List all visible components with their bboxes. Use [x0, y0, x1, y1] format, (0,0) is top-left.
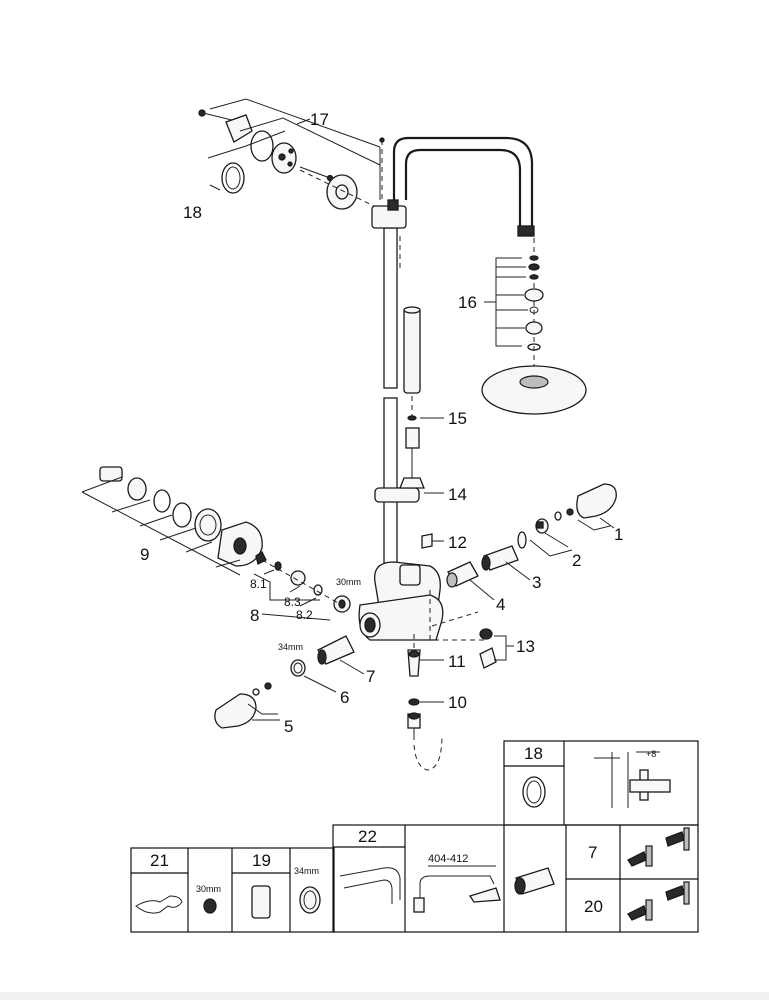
callout-8-2: 8.2 — [296, 608, 313, 622]
acc-7-label: 7 — [588, 843, 597, 862]
hand-shower: 15 14 — [374, 306, 467, 504]
left-parts: 9 8 8.1 8.3 8.2 30mm 7 34mm 6 — [81, 466, 375, 736]
callout-10: 10 — [448, 693, 467, 712]
callout-11: 11 — [448, 652, 466, 671]
acc-18-label: 18 — [524, 744, 543, 763]
callout-4: 4 — [496, 595, 505, 614]
callout-8-3: 8.3 — [284, 595, 301, 609]
callout-2: 2 — [572, 551, 581, 570]
callout-14: 14 — [448, 485, 467, 504]
right-parts: 4 3 2 1 — [446, 483, 623, 614]
dim-30mm: 30mm — [336, 577, 361, 587]
acc-19-label: 19 — [252, 851, 271, 870]
callout-7: 7 — [366, 667, 375, 686]
acc-21-label: 21 — [150, 851, 169, 870]
part-13: 13 — [479, 628, 535, 669]
callout-8: 8 — [250, 606, 259, 625]
callout-9: 9 — [140, 545, 149, 564]
callout-8-1: 8.1 — [250, 577, 267, 591]
acc-22-label: 22 — [358, 827, 377, 846]
acc-21-size: 30mm — [196, 884, 221, 894]
dim-wall-offset: +8 — [646, 749, 656, 759]
diverter-parts: 11 10 — [407, 634, 467, 771]
page-footer-band — [0, 992, 769, 1000]
wall-bracket-assembly: 17 18 — [183, 98, 381, 222]
head-shower-parts: 16 — [458, 238, 587, 415]
thermo-cartridge-icon-a — [627, 827, 690, 867]
callout-12: 12 — [448, 533, 467, 552]
callout-6: 6 — [340, 688, 349, 707]
callout-3: 3 — [532, 573, 541, 592]
callout-1: 1 — [614, 525, 623, 544]
callout-15: 15 — [448, 409, 467, 428]
thermostat-body: 12 — [358, 533, 484, 641]
shower-column — [371, 136, 535, 564]
dim-arm-range: 404-412 — [428, 853, 468, 865]
callout-17: 17 — [310, 110, 329, 129]
dim-34mm: 34mm — [278, 642, 303, 652]
accessories-table: 18 +8 21 30mm 19 34mm 22 — [130, 740, 699, 933]
callout-18: 18 — [183, 203, 202, 222]
acc-19-size: 34mm — [294, 866, 319, 876]
callout-13: 13 — [516, 637, 535, 656]
callout-5: 5 — [284, 717, 293, 736]
acc-20-label: 20 — [584, 897, 603, 916]
callout-16: 16 — [458, 293, 477, 312]
thermo-cartridge-icon-b — [627, 881, 690, 921]
